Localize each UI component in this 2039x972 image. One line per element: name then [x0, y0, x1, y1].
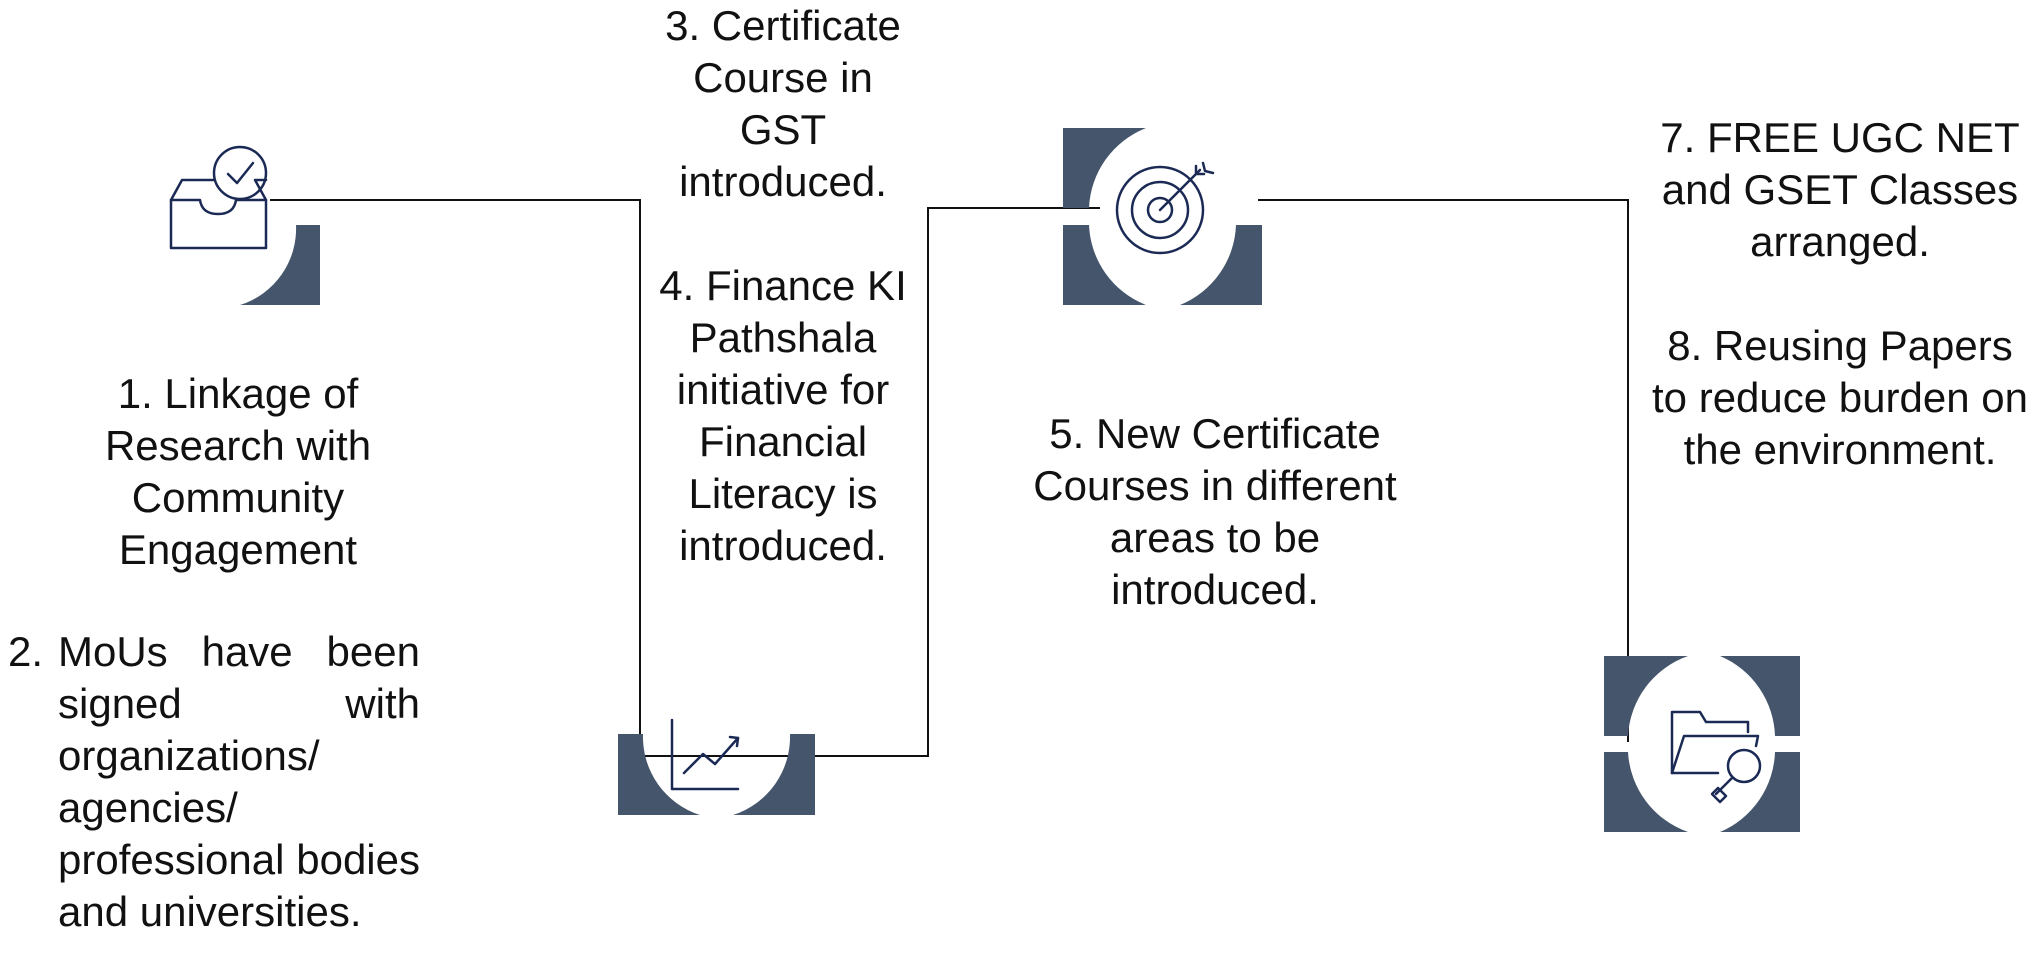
node-2: [618, 718, 815, 815]
node-3-bottom-left-shape: [1063, 225, 1146, 305]
item-7-text: 7. FREE UGC NET and GSET Classes arrange…: [1660, 114, 2020, 265]
item-2-text: MoUs have been signed with organizations…: [58, 628, 420, 935]
chart-trend-icon: [670, 718, 740, 791]
item-2-number: 2.: [8, 628, 44, 675]
connector-1-2: [270, 199, 790, 757]
item-4-text: 4. Finance KI Pathshala initiative for F…: [659, 262, 907, 569]
connector-2-3: [790, 207, 1100, 757]
node-4-top-left-shape: [1604, 656, 1688, 736]
node-3: [1063, 128, 1262, 305]
center-text: 3. Certificate Course in GST introduced.…: [648, 0, 918, 572]
spacer: [1642, 268, 2038, 320]
node-3-bottom-right-shape: [1180, 225, 1262, 305]
node-2-left-shape: [618, 734, 700, 815]
item-5-text: 5. New Certificate Courses in different …: [1033, 410, 1397, 613]
node-1: [169, 145, 320, 305]
item-1-text: 1. Linkage of Research with Community En…: [104, 370, 372, 573]
connector-3-4: [1258, 199, 1629, 742]
inbox-check-icon: [169, 145, 268, 250]
node-3-top-shape: [1063, 128, 1146, 208]
node-4: [1604, 656, 1800, 832]
node-4-bottom-right-shape: [1720, 752, 1800, 832]
spacer: [648, 208, 918, 260]
folder-search-icon: [1670, 710, 1762, 804]
right-text: 7. FREE UGC NET and GSET Classes arrange…: [1642, 112, 2038, 476]
item-8-text: 8. Reusing Papers to reduce burden on th…: [1652, 322, 2028, 473]
node-1-corner-shape: [240, 225, 320, 305]
item-3-text: 3. Certificate Course in GST introduced.: [665, 2, 901, 205]
node-4-top-right-shape: [1720, 656, 1800, 736]
node-4-bottom-left-shape: [1604, 752, 1688, 832]
node-2-right-shape: [733, 734, 815, 815]
target-arrow-icon: [1115, 161, 1215, 255]
